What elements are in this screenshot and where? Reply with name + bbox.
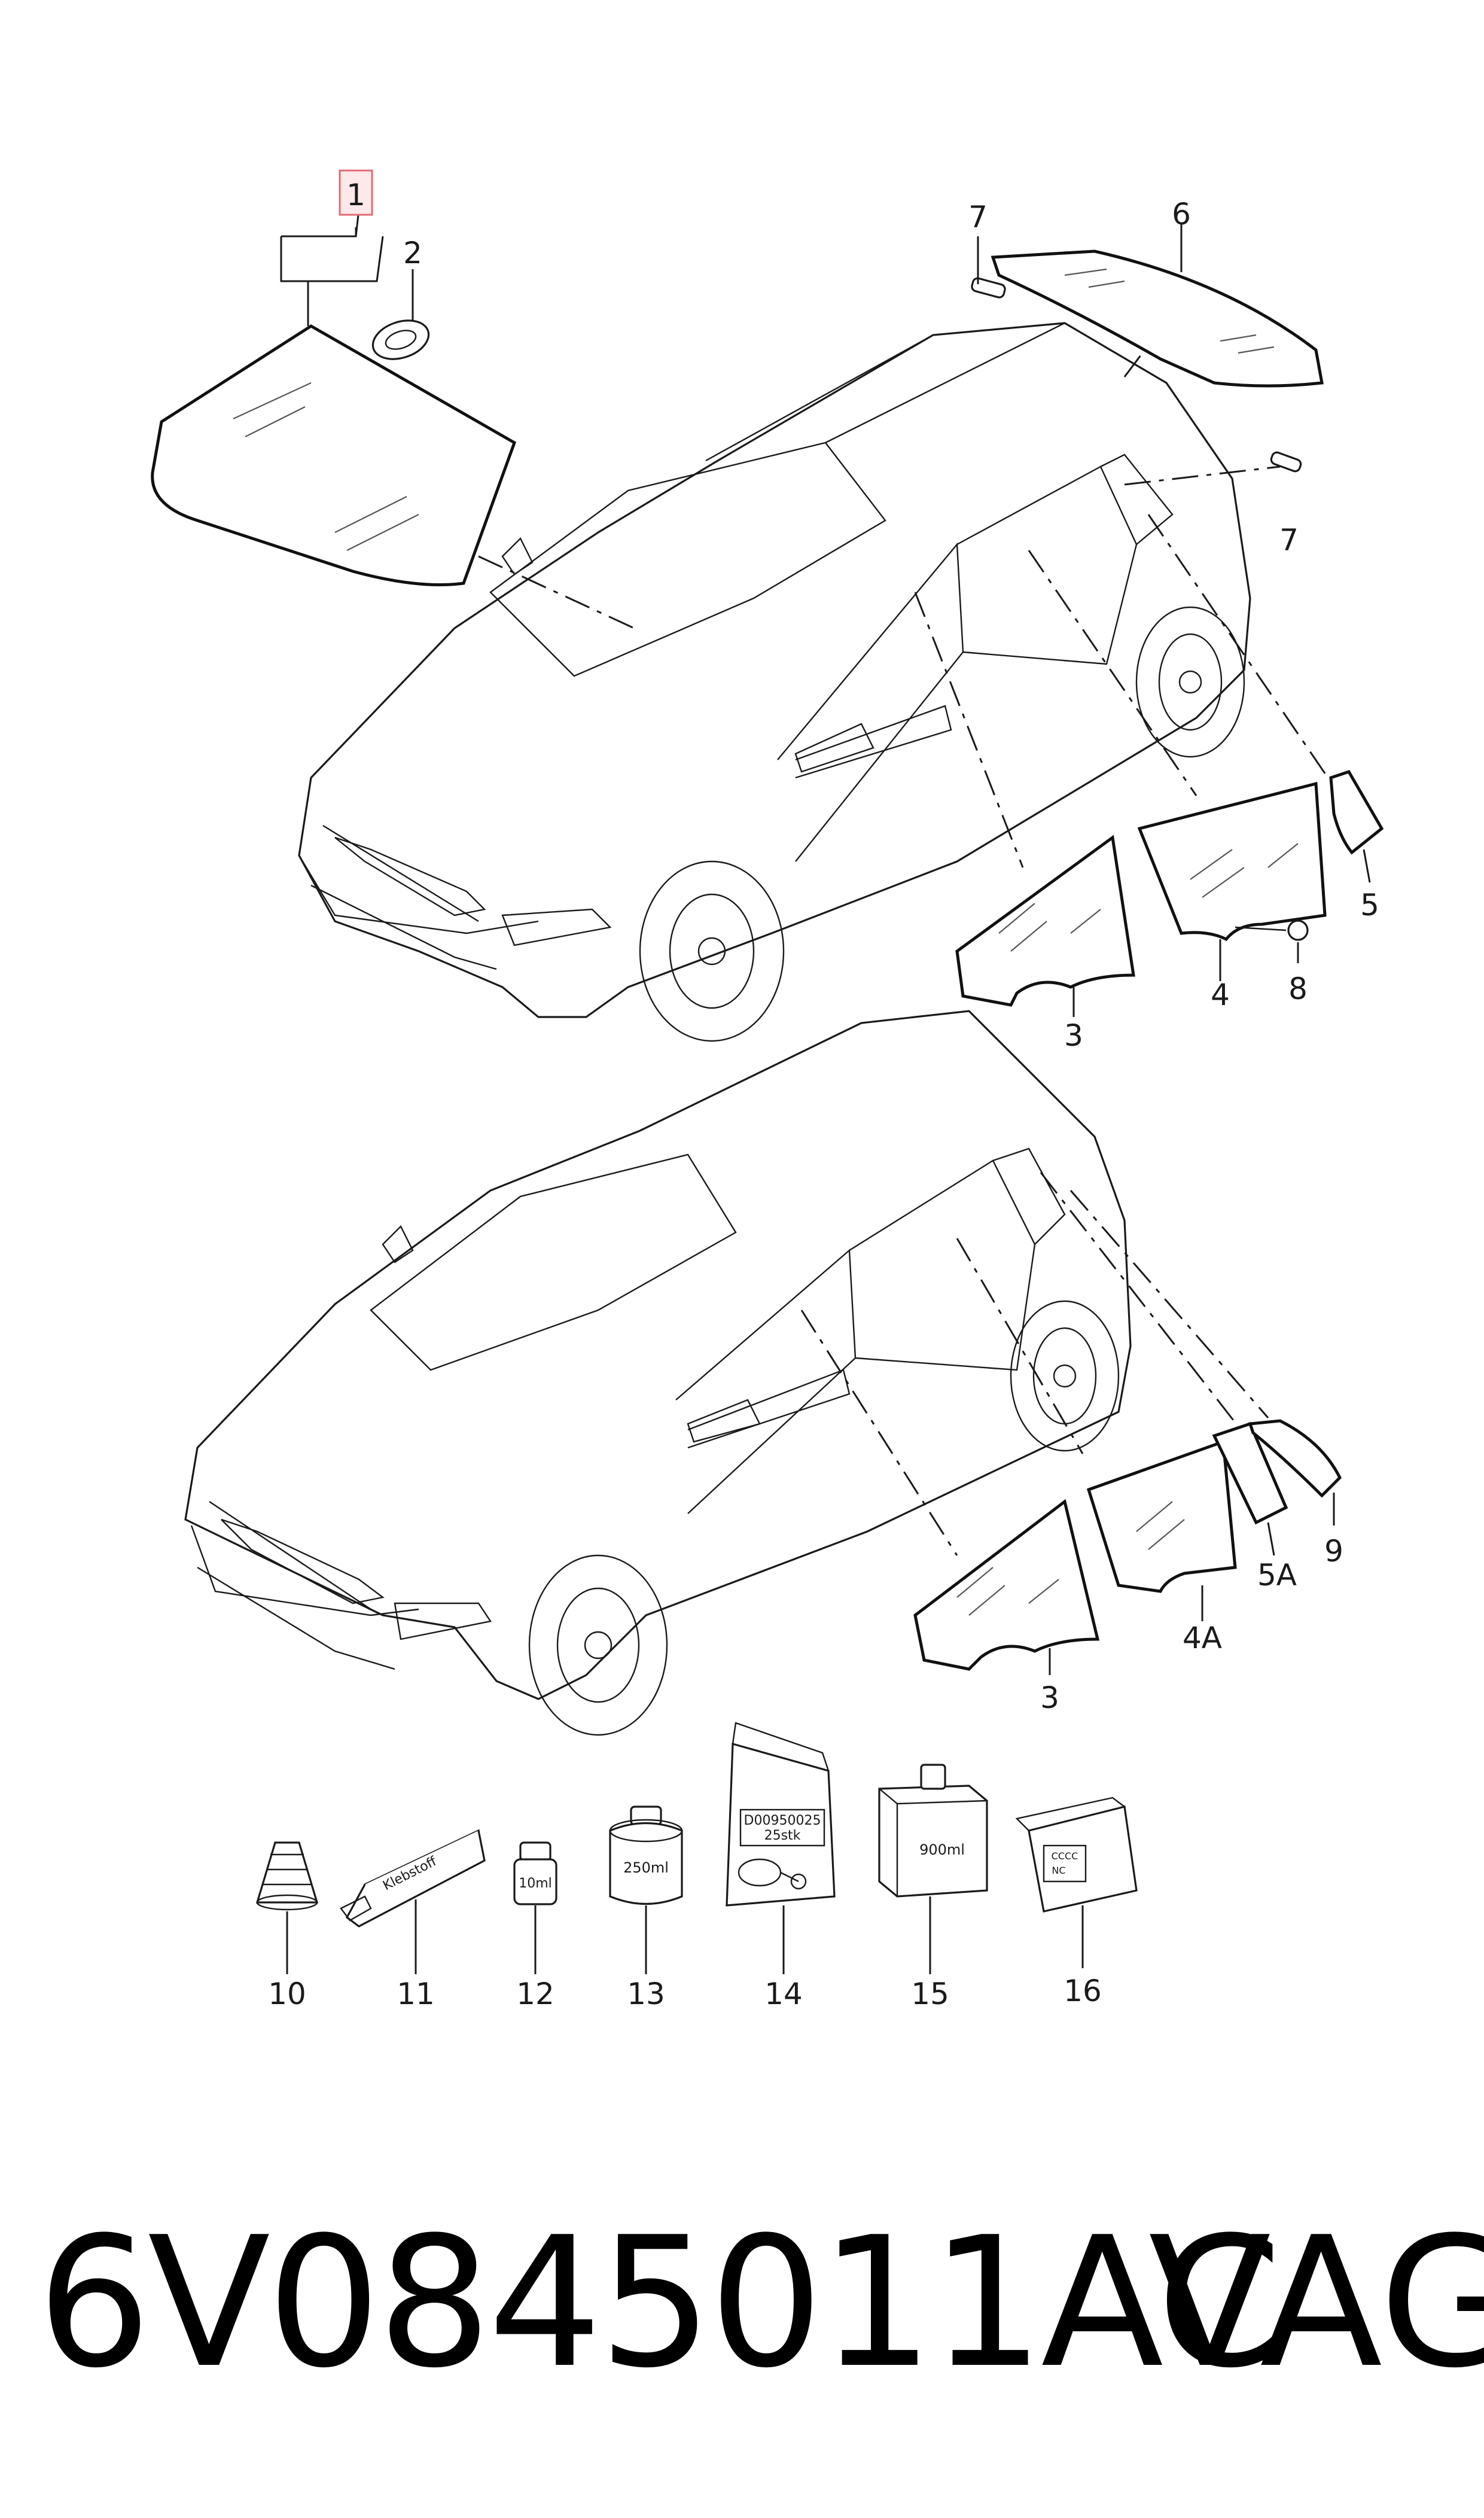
callout-3-top: 3 [1064, 1018, 1083, 1053]
rear-window-part [991, 249, 1324, 388]
callout-4: 4 [1211, 978, 1230, 1012]
callout-2: 2 [403, 236, 422, 270]
callout-9: 9 [1324, 1534, 1343, 1569]
front-door-window-part [955, 835, 1135, 1007]
callout-13: 13 [627, 1977, 665, 2011]
adhesive-tube-part: Klebstoff [340, 1829, 486, 1928]
callout-1: 1 [346, 178, 365, 212]
primer-bottle-part: 10ml [513, 1841, 557, 1905]
callout-16: 16 [1064, 1974, 1102, 2008]
callout-5: 5 [1360, 888, 1379, 922]
bag-qty: 25stk [764, 1828, 801, 1843]
rear-door-window-part-4a [1086, 1439, 1237, 1593]
callout-15: 15 [911, 1977, 949, 2011]
bag-part: D00950025 25stk [726, 1722, 836, 1907]
leader-1 [280, 236, 309, 326]
callout-7-right: 7 [1279, 523, 1299, 558]
rear-door-window-part [1137, 781, 1327, 942]
callout-10: 10 [268, 1977, 306, 2011]
callout-8: 8 [1288, 972, 1308, 1006]
callout-14: 14 [764, 1977, 803, 2011]
primer-bottle-label: 10ml [519, 1876, 552, 1891]
callout-11: 11 [397, 1977, 435, 2011]
kit-box-part: CCCC NC [1015, 1797, 1138, 1913]
mirror-mount-part [371, 319, 430, 360]
screw-part [1235, 919, 1309, 941]
callout-3-bottom: 3 [1040, 1680, 1059, 1715]
callout-6: 6 [1172, 197, 1191, 232]
callout-4a: 4A [1183, 1621, 1222, 1655]
callout-1-highlight [339, 169, 373, 216]
quarter-glass-part [1329, 769, 1384, 855]
part-number: 6V0845011AC [37, 2199, 1282, 2407]
quarter-glass-part-5a [1212, 1421, 1288, 1525]
bag-code: D00950025 [744, 1813, 821, 1828]
clip-part [971, 277, 1302, 473]
callout-5a: 5A [1257, 1558, 1297, 1593]
cleaner-can-part: 250ml [609, 1805, 683, 1905]
kit-box-label-bottom: NC [1052, 1865, 1065, 1876]
kit-box-label-top: CCCC [1052, 1850, 1078, 1862]
callout-12: 12 [516, 1977, 554, 2011]
cleaner-can-label: 250ml [623, 1859, 669, 1876]
brand-name: VAG [1148, 2199, 1484, 2407]
adhesive-box-label: 900ml [919, 1841, 965, 1858]
callout-7-top: 7 [968, 200, 988, 235]
top-car [298, 322, 1329, 1042]
adhesive-box-part: 900ml [878, 1764, 988, 1898]
bottom-car [184, 1010, 1269, 1736]
front-door-window-part-bottom [913, 1499, 1100, 1671]
windshield-part [151, 324, 517, 586]
side-glass-part-9 [1248, 1419, 1342, 1498]
cone-part [255, 1841, 319, 1911]
